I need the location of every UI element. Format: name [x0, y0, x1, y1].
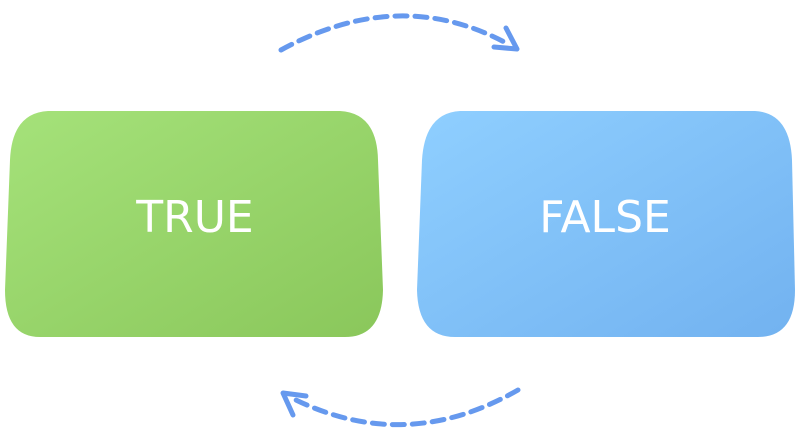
true-box: TRUE — [5, 111, 383, 337]
top-arrow — [278, 13, 520, 53]
arrowhead-right-icon — [491, 25, 520, 52]
bottom-arrow — [280, 387, 521, 428]
false-label: FALSE — [539, 192, 671, 243]
arrowhead-left-icon — [280, 390, 309, 418]
false-box: FALSE — [417, 111, 795, 337]
true-label: TRUE — [135, 192, 253, 243]
